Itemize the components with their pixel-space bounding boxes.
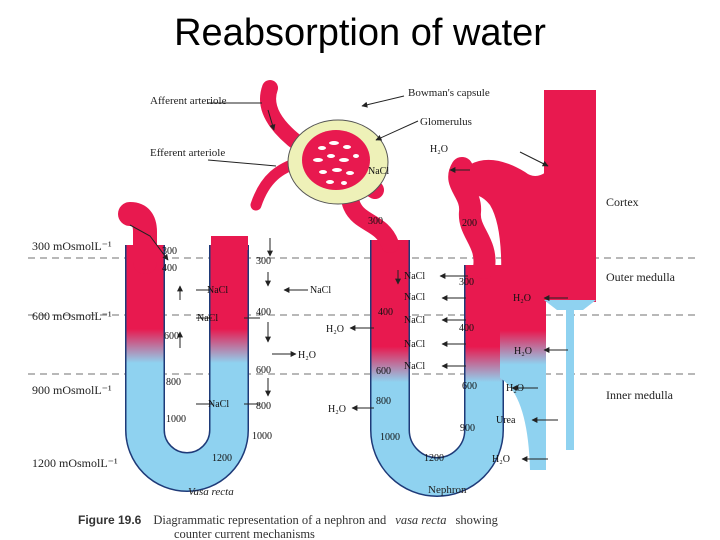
nephron-top-left-value: 300 (368, 216, 383, 227)
page-title: Reabsorption of water (174, 12, 546, 54)
vasa-recta-ascending-value: 800 (256, 401, 271, 412)
caption-text: Diagrammatic representation of a nephron… (153, 513, 387, 527)
zone-label-cortex: Cortex (606, 195, 639, 209)
efferent-arteriole-label: Efferent arteriole (150, 147, 225, 159)
nacl-label: NaCl (368, 166, 389, 177)
nephron-descending-value: 400 (378, 307, 393, 318)
bowmans-capsule-label: Bowman's capsule (408, 87, 490, 99)
caption-suffix: showing (456, 513, 499, 527)
vasa-recta-descending-value: 800 (166, 377, 181, 388)
h2o-label: H₂O (514, 346, 532, 357)
nephron-top-right-value: 200 (462, 218, 477, 229)
nephron-ascending-value: 400 (459, 323, 474, 334)
h2o-label: H₂O (506, 383, 524, 394)
nephron-ascending-value: 600 (462, 381, 477, 392)
urea-label: Urea (496, 415, 516, 426)
zone-labels: Cortex Outer medulla Inner medulla (606, 195, 676, 402)
figure-caption: Figure 19.6 Diagrammatic representation … (78, 511, 499, 540)
caption-prefix: Figure 19.6 (78, 513, 142, 527)
osmolarity-label-600: 600 mOsmolL⁻¹ (32, 309, 112, 323)
vasa-recta-ascending-value: 600 (256, 365, 271, 376)
osmolarity-labels: 300 mOsmolL⁻¹ 600 mOsmolL⁻¹ 900 mOsmolL⁻… (32, 239, 118, 470)
h2o-label: H₂O (298, 350, 316, 361)
bowmans-capsule (287, 119, 389, 205)
osmolarity-label-1200: 1200 mOsmolL⁻¹ (32, 456, 118, 470)
vasa-recta-descending-value: 600 (164, 331, 179, 342)
vasa-recta (118, 202, 249, 492)
structure-labels: Afferent arteriole Efferent arteriole Bo… (150, 87, 490, 498)
vasa-recta-label: Vasa recta (188, 486, 234, 498)
h2o-label: H₂O (430, 144, 448, 155)
zone-label-outer-medulla: Outer medulla (606, 270, 676, 284)
nacl-label: NaCl (404, 292, 425, 303)
nacl-label: NaCl (404, 339, 425, 350)
collecting-duct (455, 90, 596, 470)
nephron-label: Nephron (428, 484, 467, 496)
osmolarity-label-900: 900 mOsmolL⁻¹ (32, 383, 112, 397)
nephron-ascending-value: 900 (460, 423, 475, 434)
nephron-descending-value: 800 (376, 396, 391, 407)
vasa-recta-ascending-value: 300 (256, 256, 271, 267)
caption-line-1: Figure 19.6 Diagrammatic representation … (78, 511, 499, 528)
nacl-label: NaCl (207, 285, 228, 296)
vasa-recta-descending-value: 1000 (166, 414, 186, 425)
glomerulus (302, 130, 370, 190)
nephron-bottom-value: 1200 (424, 453, 444, 464)
vasa-recta-ascending-value: 400 (256, 307, 271, 318)
nacl-label: NaCl (404, 361, 425, 372)
nephron-descending-value: 1000 (380, 432, 400, 443)
nacl-label: NaCl (310, 285, 331, 296)
glomerulus-label: Glomerulus (420, 116, 472, 128)
vasa-recta-values: 300 400 600 800 1000 300 400 600 800 100… (162, 246, 272, 464)
vasa-recta-descending-value: 300 (162, 246, 177, 257)
h2o-label: H₂O (492, 454, 510, 465)
solute-labels: NaCl NaCl NaCl NaCl H₂O H₂O H₂O NaCl H₂O… (197, 144, 532, 465)
nacl-label: NaCl (208, 399, 229, 410)
h2o-label: H₂O (328, 404, 346, 415)
nacl-label: NaCl (197, 313, 218, 324)
caption-line-2: counter current mechanisms (174, 527, 315, 540)
nephron-ascending-value: 300 (459, 277, 474, 288)
vasa-recta-descending-value: 400 (162, 263, 177, 274)
afferent-arteriole-label: Afferent arteriole (150, 95, 227, 107)
osmolarity-label-300: 300 mOsmolL⁻¹ (32, 239, 112, 253)
zone-label-inner-medulla: Inner medulla (606, 388, 674, 402)
nacl-label: NaCl (404, 315, 425, 326)
vasa-recta-bottom-value: 1200 (212, 453, 232, 464)
glomerulus-texture (313, 141, 359, 185)
arrows (177, 95, 568, 462)
nacl-label: NaCl (404, 271, 425, 282)
caption-italic: vasa recta (395, 513, 446, 527)
vasa-recta-ascending-value: 1000 (252, 431, 272, 442)
nephron-values: 300 200 400 600 800 1000 300 400 600 900… (368, 216, 477, 464)
h2o-label: H₂O (326, 324, 344, 335)
nephron-descending-value: 600 (376, 366, 391, 377)
h2o-label: H₂O (513, 293, 531, 304)
